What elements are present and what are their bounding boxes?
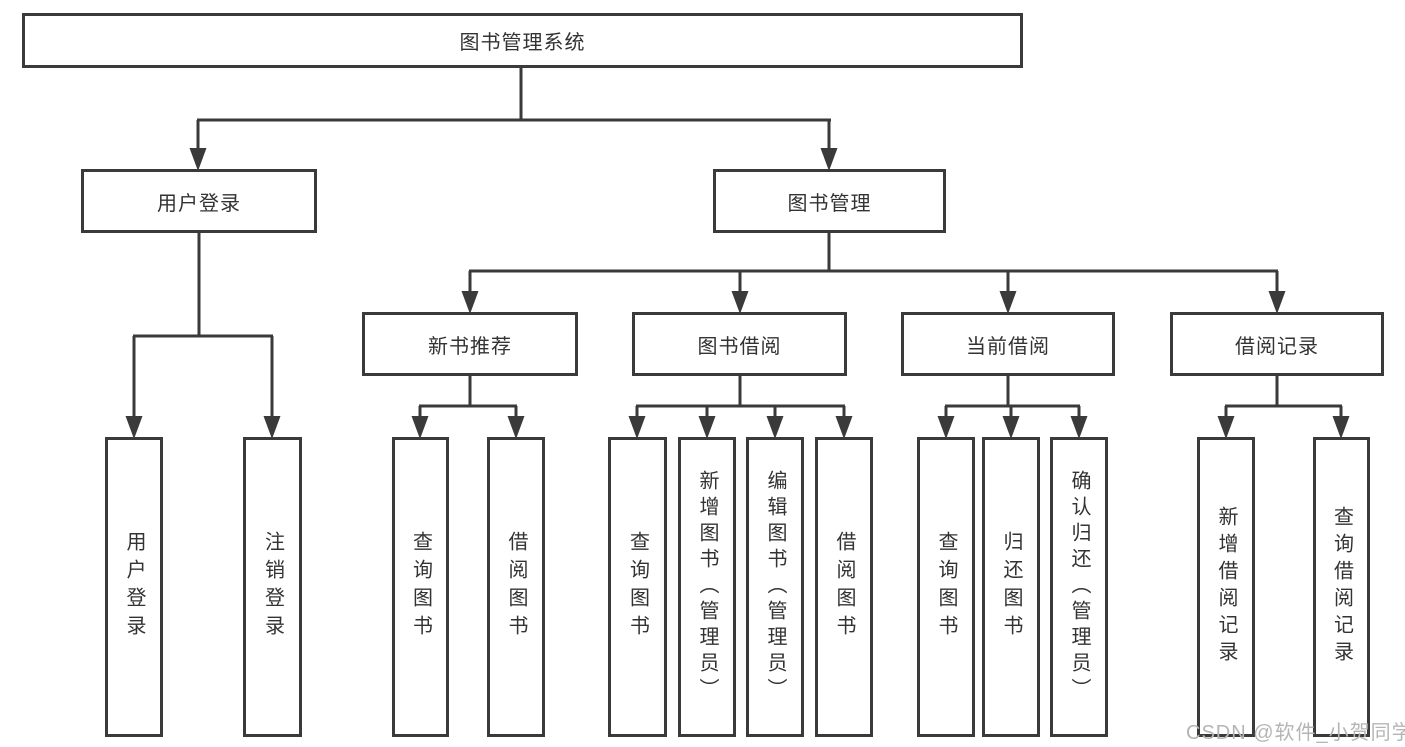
leaf-bb-edit-books-admin: 编辑图书（管理员）: [746, 437, 804, 737]
leaf-nb-borrow-books: 借阅图书: [487, 437, 545, 737]
leaf-cb-confirm-return-admin: 确认归还（管理员）: [1050, 437, 1108, 737]
leaf-br-query-record: 查询借阅记录: [1313, 437, 1370, 737]
node-current-borrow: 当前借阅: [901, 312, 1115, 376]
leaf-br-add-record: 新增借阅记录: [1197, 437, 1255, 737]
node-book-borrow: 图书借阅: [632, 312, 847, 376]
leaf-cb-return-books: 归还图书: [982, 437, 1040, 737]
node-user-login: 用户登录: [81, 169, 317, 233]
leaf-bb-query-books: 查询图书: [608, 437, 667, 737]
node-new-book-recommend: 新书推荐: [362, 312, 578, 376]
leaf-logout: 注销登录: [243, 437, 302, 737]
leaf-nb-query-books: 查询图书: [392, 437, 449, 737]
leaf-bb-add-books-admin: 新增图书（管理员）: [678, 437, 736, 737]
leaf-cb-query-books: 查询图书: [917, 437, 975, 737]
leaf-bb-borrow-books: 借阅图书: [815, 437, 873, 737]
csdn-watermark: CSDN @软件_小贺同学: [1186, 722, 1405, 744]
leaf-user-login: 用户登录: [105, 437, 163, 737]
node-library-system: 图书管理系统: [22, 13, 1023, 68]
node-borrow-record: 借阅记录: [1170, 312, 1384, 376]
node-book-management: 图书管理: [713, 169, 946, 233]
